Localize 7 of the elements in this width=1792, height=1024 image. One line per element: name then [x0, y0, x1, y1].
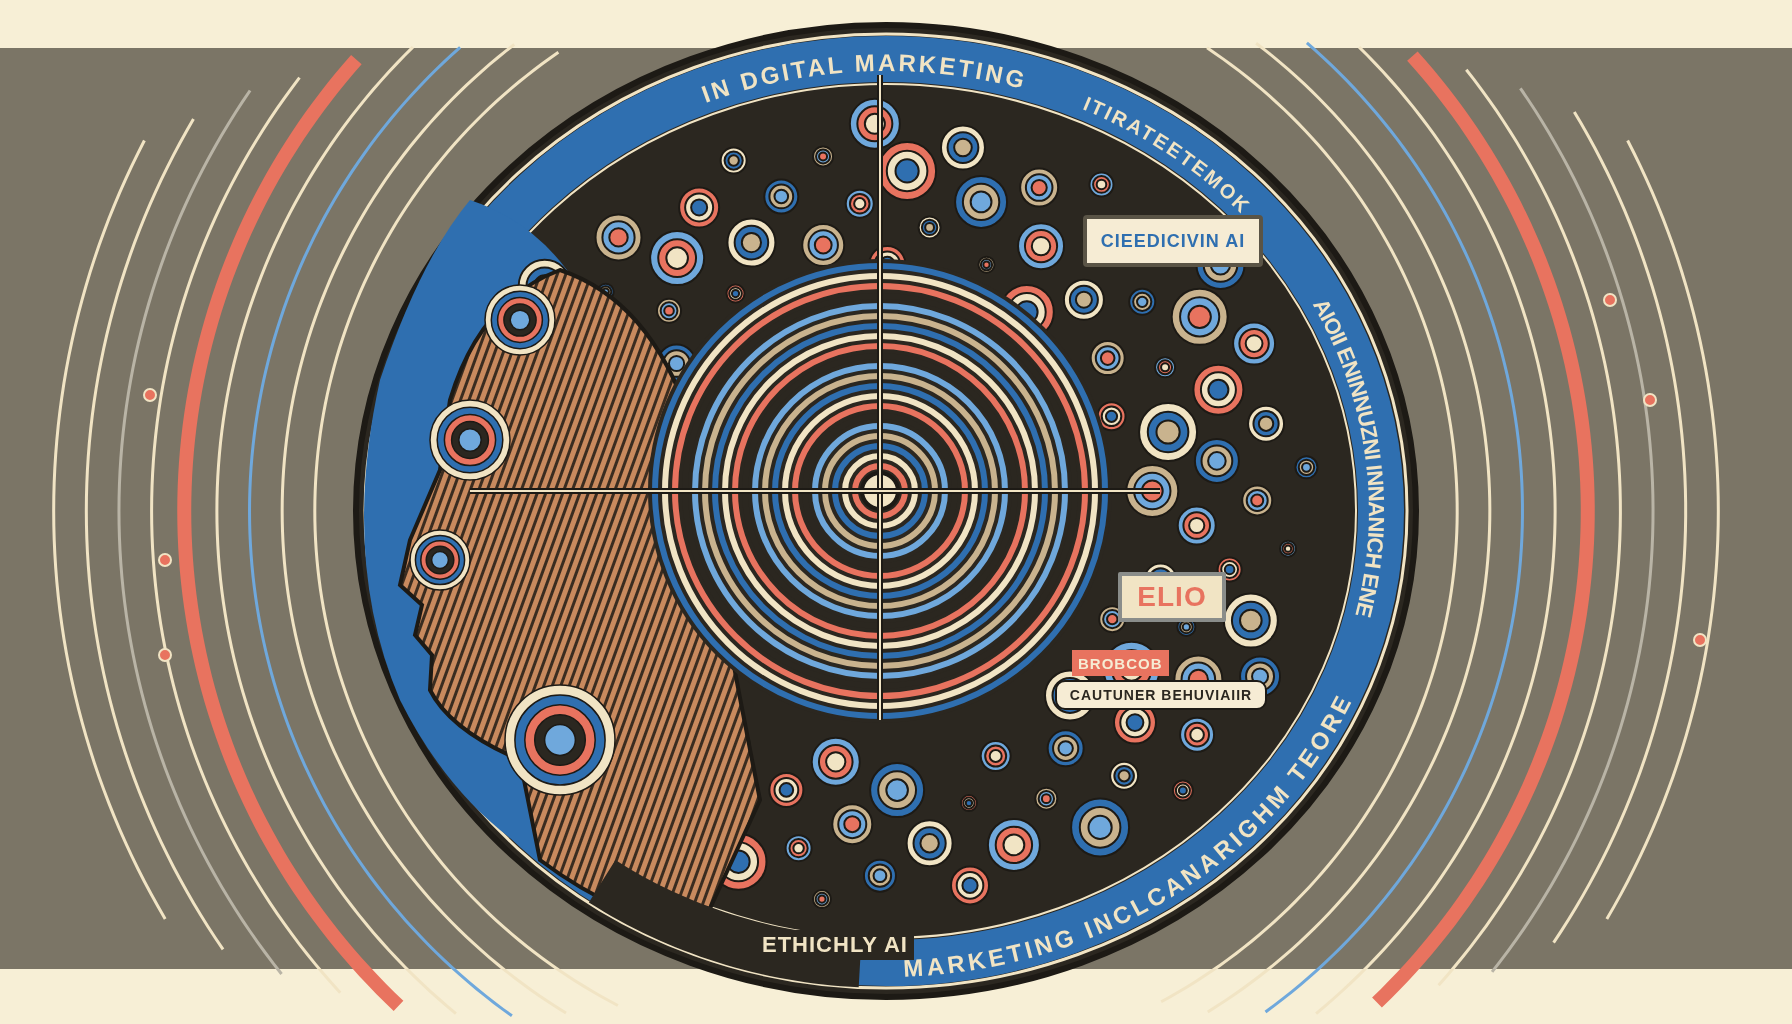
label-box: [1072, 650, 1169, 676]
label-box: [1118, 572, 1226, 622]
box-text: ELIO: [1137, 581, 1207, 613]
box-text: BROBCOB: [1078, 654, 1163, 672]
box-text: CIEEDICIVIN AI: [1100, 230, 1246, 252]
arc-title-text: IN DGITAL MARKETING: [698, 48, 1028, 108]
label-box: [1083, 215, 1263, 267]
